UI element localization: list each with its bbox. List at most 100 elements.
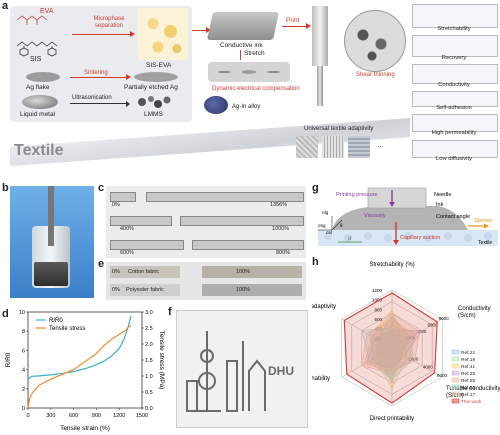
- radar-legend-label: Ref.56: [461, 385, 475, 391]
- panel-a: a EVA SIS Microphase separation SIS-EVA …: [0, 0, 500, 180]
- radar-legend-label: Ref.55: [461, 378, 475, 384]
- radar-series-this-work: [343, 292, 438, 404]
- microphase-label: Microphase separation: [93, 16, 125, 29]
- sintering-label: Sintering: [84, 70, 108, 76]
- radar-axis-label: Stretchability (%): [369, 262, 414, 268]
- textile-swatch-3: [348, 136, 370, 158]
- radar-legend-label: This work: [461, 399, 482, 405]
- chart-h: 2004006008001000120020004000600080002000…: [312, 262, 500, 422]
- ultrasonication-arrow: [70, 100, 130, 107]
- property-box-permeability: [412, 114, 498, 132]
- to-ink-arrow: [192, 27, 211, 33]
- printing-pressure-text: Printing pressure: [336, 192, 378, 198]
- radar-spoke: [391, 347, 443, 378]
- y-tick-label: 6: [22, 348, 25, 354]
- y-tick-label: 10: [19, 310, 25, 316]
- y2-tick-label: 1.0: [145, 374, 153, 380]
- panel-f-photo: DHU: [176, 310, 308, 428]
- c-label-800: 800%: [276, 250, 291, 256]
- ag-in-alloy-image: [204, 96, 228, 114]
- property-conductivity: Conductivity: [438, 82, 470, 88]
- panel-b-photo: [10, 186, 94, 298]
- textile-text: Textile: [478, 240, 492, 246]
- sigma-sl-text: σsl: [326, 230, 332, 235]
- property-permeability: High permeability: [431, 130, 477, 136]
- partially-etched-label: Partially etched Ag: [124, 84, 178, 91]
- panel-c-photo: [106, 186, 306, 258]
- sis-eva-image: [138, 8, 188, 60]
- radar-tick-conductivity: 6000: [427, 323, 438, 328]
- property-box-stretchability: [412, 4, 498, 28]
- radar-axis-label: Textile adaptivity: [312, 304, 336, 310]
- radar-tick-stretch: 600: [374, 317, 382, 322]
- print-needle: [312, 6, 328, 66]
- strip-800: [192, 240, 304, 250]
- polymer-structure-diagram: [16, 15, 58, 57]
- stretch-arrow-down: [240, 50, 241, 60]
- textile-swatch-2: [322, 136, 344, 158]
- strip-1000: [180, 216, 304, 226]
- series-line-tensile-stress: [27, 324, 132, 409]
- liquid-metal-image: [22, 95, 58, 109]
- radar-series-ref-19: [371, 324, 418, 378]
- radar-legend-swatch: [451, 356, 460, 362]
- e-label-cotton-0: 0%: [112, 269, 120, 275]
- x-tick-label: 600: [69, 413, 78, 419]
- c-label-600: 600%: [120, 250, 135, 256]
- radar-tick-stretch: 800: [374, 307, 382, 312]
- e-label-polyester: Polyester fabric: [126, 287, 164, 293]
- lmms-particles: [138, 96, 171, 108]
- panel-label-b: b: [2, 182, 9, 194]
- panel-e-photo: [106, 262, 306, 300]
- strip-400: [110, 216, 172, 226]
- property-box-diffusivity: [412, 140, 498, 158]
- dhu-text: DHU: [268, 364, 294, 378]
- viscosity-text: Viscosity: [364, 213, 386, 219]
- radar-series-ref-17: [364, 312, 420, 372]
- chart-d-y2label: Tensile stress (MPa): [158, 331, 165, 390]
- conductive-ink-block: [207, 12, 279, 40]
- e-label-cotton: Cotton fabric: [128, 269, 160, 275]
- partially-etched-ag-image: [134, 72, 178, 82]
- strip-1356: [146, 192, 304, 202]
- radar-tick-stretch: 200: [374, 336, 382, 341]
- radar-tick-stretch: 1200: [372, 288, 383, 293]
- more-swatches-ellipsis: ...: [378, 142, 384, 149]
- radar-series-ref-25: [366, 330, 423, 369]
- liquid-metal-label: Liquid metal: [20, 111, 56, 118]
- property-diffusivity: Low diffusivity: [436, 156, 472, 162]
- radar-axis-label: Direct printability: [370, 416, 414, 422]
- c-label-1356: 1356%: [270, 202, 288, 208]
- y-tick-label: 0: [22, 406, 25, 412]
- radar-legend-swatch: [451, 391, 460, 397]
- ag-flake-label: Ag flake: [26, 84, 50, 91]
- print-arrow: [282, 23, 311, 29]
- cotton-fabric-0: [110, 266, 180, 278]
- radar-tick-tunable: 4000: [423, 365, 434, 370]
- property-box-self-adhesion: [412, 91, 498, 107]
- e-label-poly-100: 100%: [236, 287, 251, 293]
- cotton-fabric-100: [202, 266, 302, 278]
- property-box-conductivity: [412, 64, 498, 84]
- contact-angle-text: Contact angle: [436, 214, 470, 220]
- d-text: d: [348, 236, 351, 242]
- y2-tick-label: 1.5: [145, 358, 153, 364]
- x-tick-label: 1500: [136, 413, 148, 419]
- radar-axis-label: Washability: [312, 376, 330, 382]
- spatula: [48, 186, 54, 246]
- radar-tick-stretch: 1000: [372, 298, 383, 303]
- panel-g-diagram: Needle Ink Printing pressure Viscosity C…: [318, 187, 498, 246]
- radar-legend-label: Ref.19: [461, 357, 475, 363]
- c-label-0: 0%: [112, 202, 120, 208]
- radar-tick-conductivity: 2000: [405, 336, 416, 341]
- radar-legend-swatch: [451, 349, 460, 355]
- y2-tick-label: 2.0: [145, 342, 153, 348]
- panel-label-a: a: [2, 0, 9, 12]
- conductive-ink-label: Conductive ink: [220, 42, 263, 49]
- panel-label-d: d: [2, 308, 9, 320]
- capillary-suction-text: Capillary suction: [400, 235, 440, 241]
- e-label-cotton-100: 100%: [236, 269, 251, 275]
- lmms-label: LMMS: [144, 111, 163, 118]
- spread-text: Spread: [474, 218, 492, 224]
